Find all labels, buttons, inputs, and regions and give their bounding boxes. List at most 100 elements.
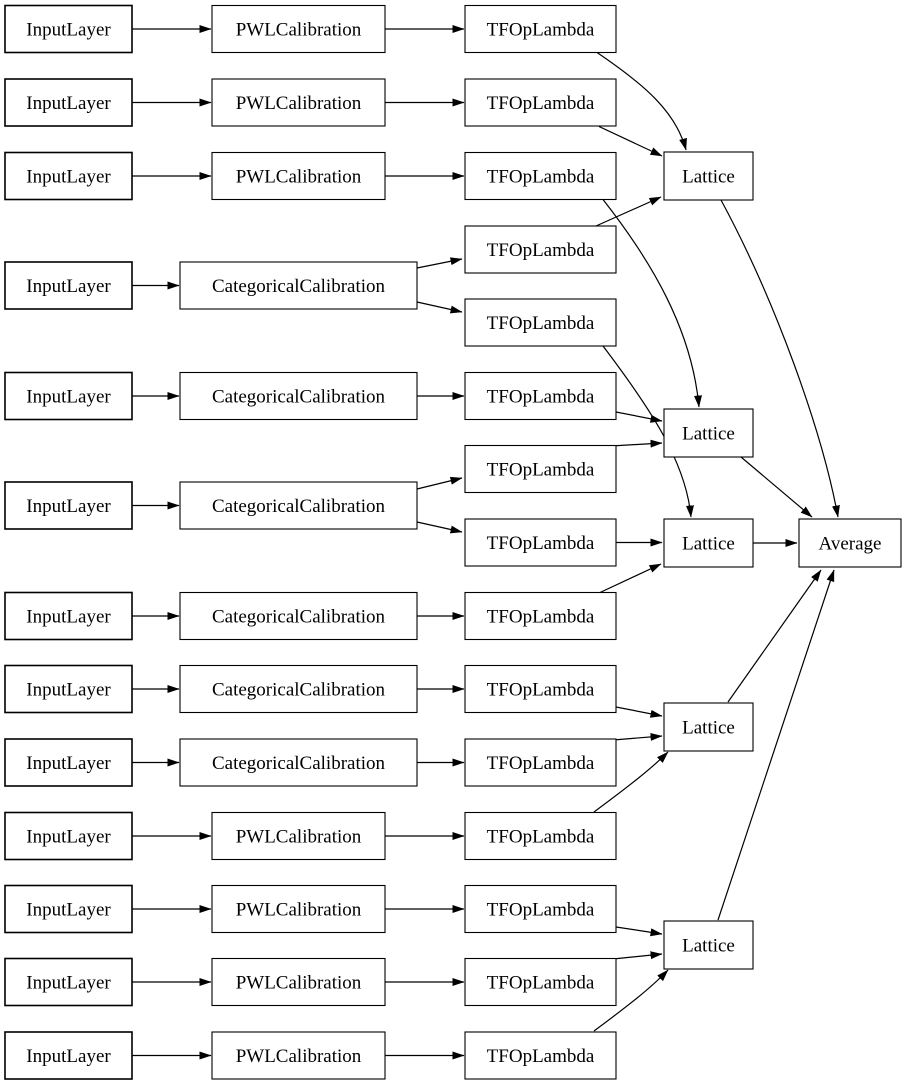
- edge-tfoplambda-2-to-lattice-1: [598, 125, 663, 157]
- node-label-input-5: InputLayer: [26, 387, 111, 408]
- node-label-lattice-3: Lattice: [682, 534, 735, 555]
- node-box-tfoplambda-2: [464, 78, 617, 127]
- node-input-3: InputLayer: [4, 151, 133, 201]
- node-input-13: InputLayer: [4, 1031, 133, 1080]
- node-box-tfoplambda-12: [464, 811, 617, 861]
- node-input-4: InputLayer: [4, 261, 133, 310]
- node-box-pwlcalibration-2: [211, 78, 386, 127]
- node-label-input-3: InputLayer: [26, 167, 111, 188]
- node-lattice-5: Lattice: [663, 920, 754, 970]
- node-label-tfoplambda-5: TFOpLambda: [487, 313, 595, 334]
- node-lattice-2: Lattice: [663, 408, 754, 458]
- node-tfoplambda-11: TFOpLambda: [464, 738, 617, 787]
- node-box-input-11: [4, 884, 133, 934]
- node-box-tfoplambda-8: [464, 518, 617, 567]
- node-box-categoricalcalibration-6: [179, 738, 418, 787]
- node-label-categoricalcalibration-5: CategoricalCalibration: [212, 680, 386, 701]
- node-label-tfoplambda-1: TFOpLambda: [487, 20, 595, 41]
- node-box-lattice-2: [663, 408, 754, 458]
- node-input-8: InputLayer: [4, 664, 133, 714]
- node-box-tfoplambda-14: [464, 957, 617, 1007]
- node-input-9: InputLayer: [4, 738, 133, 787]
- node-box-input-13: [4, 1031, 133, 1080]
- node-label-tfoplambda-11: TFOpLambda: [487, 753, 595, 774]
- node-label-input-1: InputLayer: [26, 20, 111, 41]
- edge-categoricalcalibration-3-to-tfoplambda-8: [416, 521, 463, 534]
- node-lattice-4: Lattice: [663, 702, 754, 752]
- node-lattice-1: Lattice: [663, 151, 754, 201]
- node-box-lattice-1: [663, 151, 754, 201]
- node-label-tfoplambda-7: TFOpLambda: [487, 460, 595, 481]
- node-pwlcalibration-2: PWLCalibration: [211, 78, 386, 127]
- node-box-input-9: [4, 738, 133, 787]
- edge-tfoplambda-14-to-lattice-5: [612, 951, 663, 960]
- node-tfoplambda-15: TFOpLambda: [464, 1031, 617, 1080]
- node-tfoplambda-9: TFOpLambda: [464, 591, 617, 641]
- node-label-tfoplambda-4: TFOpLambda: [487, 240, 595, 261]
- edge-tfoplambda-12-to-lattice-4: [593, 751, 669, 813]
- node-input-7: InputLayer: [4, 591, 133, 641]
- node-tfoplambda-1: TFOpLambda: [464, 4, 617, 54]
- node-label-pwlcalibration-3: PWLCalibration: [236, 167, 362, 188]
- node-box-input-1: [4, 4, 133, 54]
- node-box-pwlcalibration-1: [211, 4, 386, 54]
- node-label-tfoplambda-9: TFOpLambda: [487, 607, 595, 628]
- edge-lattice-2-to-average-1: [740, 456, 813, 518]
- node-box-input-3: [4, 151, 133, 201]
- node-pwlcalibration-4: PWLCalibration: [211, 811, 386, 861]
- node-box-tfoplambda-10: [464, 664, 617, 714]
- node-label-categoricalcalibration-6: CategoricalCalibration: [212, 753, 386, 774]
- node-box-pwlcalibration-4: [211, 811, 386, 861]
- node-tfoplambda-8: TFOpLambda: [464, 518, 617, 567]
- node-box-categoricalcalibration-1: [179, 261, 418, 310]
- node-tfoplambda-10: TFOpLambda: [464, 664, 617, 714]
- edge-tfoplambda-6-to-lattice-2: [615, 411, 663, 423]
- edge-tfoplambda-4-to-lattice-1: [595, 196, 662, 227]
- nodes-layer: InputLayerInputLayerInputLayerInputLayer…: [4, 4, 902, 1080]
- node-input-11: InputLayer: [4, 884, 133, 934]
- node-label-pwlcalibration-1: PWLCalibration: [236, 20, 362, 41]
- node-categoricalcalibration-1: CategoricalCalibration: [179, 261, 418, 310]
- node-box-tfoplambda-5: [464, 298, 617, 347]
- node-input-6: InputLayer: [4, 481, 133, 530]
- node-label-lattice-5: Lattice: [682, 936, 735, 957]
- node-input-1: InputLayer: [4, 4, 133, 54]
- edge-lattice-5-to-average-1: [717, 569, 835, 921]
- node-label-lattice-4: Lattice: [682, 718, 735, 739]
- node-box-tfoplambda-7: [464, 444, 617, 494]
- edge-categoricalcalibration-3-to-tfoplambda-7: [416, 476, 463, 490]
- node-box-input-4: [4, 261, 133, 310]
- node-label-input-10: InputLayer: [26, 827, 111, 848]
- node-label-input-12: InputLayer: [26, 973, 111, 994]
- node-box-pwlcalibration-5: [211, 884, 386, 934]
- node-label-pwlcalibration-4: PWLCalibration: [236, 827, 362, 848]
- node-tfoplambda-6: TFOpLambda: [464, 371, 617, 421]
- node-box-average-1: [798, 518, 902, 568]
- node-label-categoricalcalibration-2: CategoricalCalibration: [212, 387, 386, 408]
- node-pwlcalibration-1: PWLCalibration: [211, 4, 386, 54]
- node-box-categoricalcalibration-4: [179, 591, 418, 641]
- node-tfoplambda-13: TFOpLambda: [464, 884, 617, 934]
- node-box-input-8: [4, 664, 133, 714]
- node-average-1: Average: [798, 518, 902, 568]
- node-box-pwlcalibration-6: [211, 957, 386, 1007]
- node-input-12: InputLayer: [4, 957, 133, 1007]
- node-label-input-9: InputLayer: [26, 753, 111, 774]
- node-tfoplambda-14: TFOpLambda: [464, 957, 617, 1007]
- node-box-categoricalcalibration-3: [179, 481, 418, 530]
- edge-tfoplambda-9-to-lattice-3: [598, 563, 662, 594]
- node-label-pwlcalibration-7: PWLCalibration: [236, 1046, 362, 1067]
- node-box-lattice-3: [663, 518, 754, 568]
- node-pwlcalibration-6: PWLCalibration: [211, 957, 386, 1007]
- node-categoricalcalibration-5: CategoricalCalibration: [179, 664, 418, 714]
- node-box-tfoplambda-3: [464, 151, 617, 201]
- node-tfoplambda-12: TFOpLambda: [464, 811, 617, 861]
- edge-tfoplambda-10-to-lattice-4: [615, 706, 663, 718]
- edge-tfoplambda-5-to-lattice-3: [602, 345, 694, 518]
- node-box-tfoplambda-9: [464, 591, 617, 641]
- node-label-categoricalcalibration-4: CategoricalCalibration: [212, 607, 386, 628]
- edge-tfoplambda-11-to-lattice-4: [612, 732, 663, 741]
- node-box-pwlcalibration-3: [211, 151, 386, 201]
- node-categoricalcalibration-4: CategoricalCalibration: [179, 591, 418, 641]
- node-label-input-6: InputLayer: [26, 496, 111, 517]
